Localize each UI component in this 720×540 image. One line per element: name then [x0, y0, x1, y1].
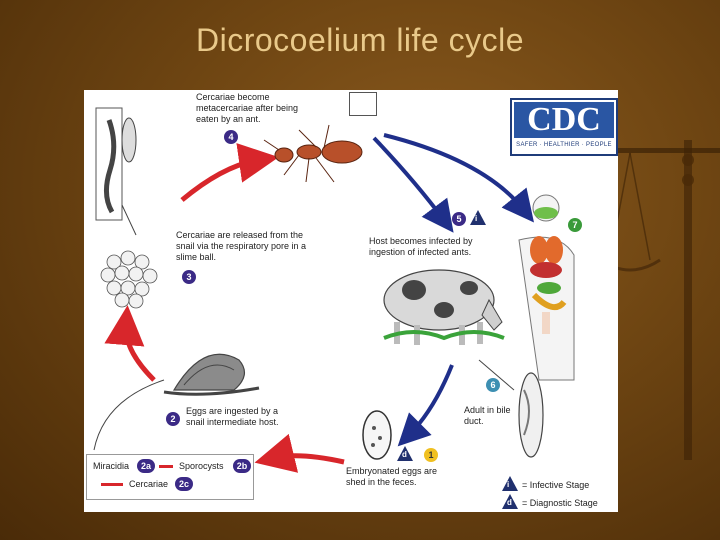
cow-illustration [383, 269, 505, 345]
hhs-seal-icon [349, 92, 377, 116]
marker-2c: 2c [175, 477, 193, 491]
ant-illustration [263, 124, 363, 183]
step-1-label: Embryonated eggs are shed in the feces. [346, 466, 438, 487]
legend-diagnostic-label: = Diagnostic Stage [522, 498, 598, 508]
legend-cercariae: Cercariae [129, 479, 169, 489]
step-7-marker: 7 [568, 218, 582, 232]
step-5-label: Host becomes infected by ingestion of in… [369, 236, 473, 257]
embryonated-egg-illustration [362, 410, 392, 460]
snail-illustration [163, 353, 260, 396]
legend-arrow-2 [101, 483, 123, 486]
step-5-marker: 5 [452, 212, 466, 226]
step-6-label: Adult in bile duct. [464, 405, 511, 426]
diagnostic-stage-marker: d [397, 446, 413, 461]
marker-2a: 2a [137, 459, 155, 473]
legend-arrow-1 [159, 465, 173, 468]
legend-infective-label: = Infective Stage [522, 480, 590, 490]
step-3-label: Cercariae are released from the snail vi… [176, 230, 307, 262]
cdc-logo-tagline: SAFER · HEALTHIER · PEOPLE [516, 142, 612, 148]
arrow-egg-to-snail [254, 433, 345, 473]
diagram-artwork [93, 107, 575, 473]
step-3-marker: 3 [182, 270, 196, 284]
arrow-snail-up [104, 305, 156, 382]
cdc-logo-text: CDC [514, 102, 614, 138]
step-6-marker: 6 [486, 378, 500, 392]
marker-2b: 2b [233, 459, 251, 473]
balance-scale-decoration [600, 140, 720, 460]
arrow-host-to-egg [397, 364, 454, 447]
legend-diagnostic-icon: d [502, 494, 518, 509]
legend-sporocysts: Sporocysts [179, 461, 224, 471]
arrow-snail-to-ant [180, 143, 279, 202]
cdc-logo: CDC SAFER · HEALTHIER · PEOPLE [510, 98, 618, 156]
slide-title: Dicrocoelium life cycle [195, 22, 525, 58]
step-1-marker: 1 [424, 448, 438, 462]
step-2-label: Eggs are ingested by a snail intermediat… [186, 406, 279, 427]
step-2-marker: 2 [166, 412, 180, 426]
infective-stage-marker: i [470, 210, 486, 225]
legend-miracidia: Miracidia [93, 461, 130, 471]
human-organs-illustration [518, 194, 575, 381]
adult-worm-illustration [518, 372, 544, 458]
legend-infective-icon: i [502, 476, 518, 491]
arrow-to-human [383, 133, 535, 223]
life-cycle-diagram: CDC SAFER · HEALTHIER · PEOPLE Cercariae… [84, 90, 618, 512]
step-4-label: Cercariae become metacercariae after bei… [196, 92, 299, 124]
stage-legend-box: Miracidia 2a Sporocysts 2b Cercariae 2c [86, 454, 254, 500]
slime-ball [100, 250, 158, 309]
arrow-ant-to-host [372, 136, 454, 233]
step-4-marker: 4 [224, 130, 238, 144]
